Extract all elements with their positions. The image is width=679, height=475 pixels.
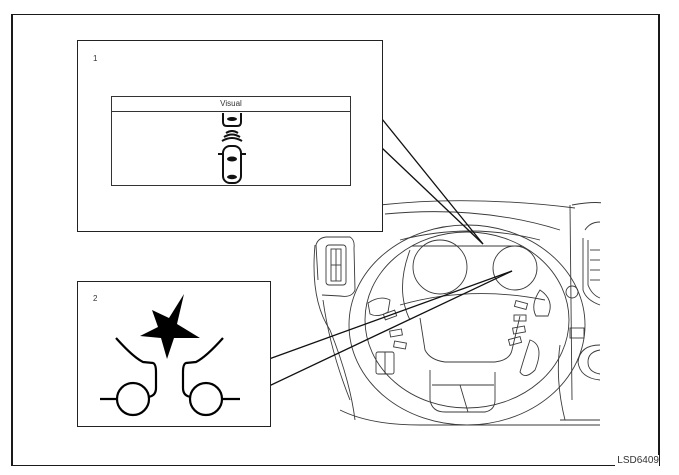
- callout-1-line-upper: [381, 118, 484, 245]
- display-title: Visual: [112, 97, 350, 112]
- callout-2-line-lower: [268, 270, 513, 387]
- figure-code: LSD6409: [615, 455, 659, 466]
- panel-2-number: 2: [93, 294, 98, 303]
- collision-warning-star-icon: [100, 294, 240, 417]
- callout-2-line-upper: [268, 270, 513, 360]
- callout-panel-1: 1 Visual: [77, 40, 383, 232]
- callout-1-line-lower: [381, 147, 484, 245]
- panel-1-number: 1: [93, 54, 98, 63]
- callout-panel-2: 2: [77, 281, 271, 427]
- driver-display-screen: Visual: [111, 96, 351, 186]
- figure-frame: [11, 14, 660, 466]
- vehicle-ahead-proximity-warning-icon: [218, 113, 246, 184]
